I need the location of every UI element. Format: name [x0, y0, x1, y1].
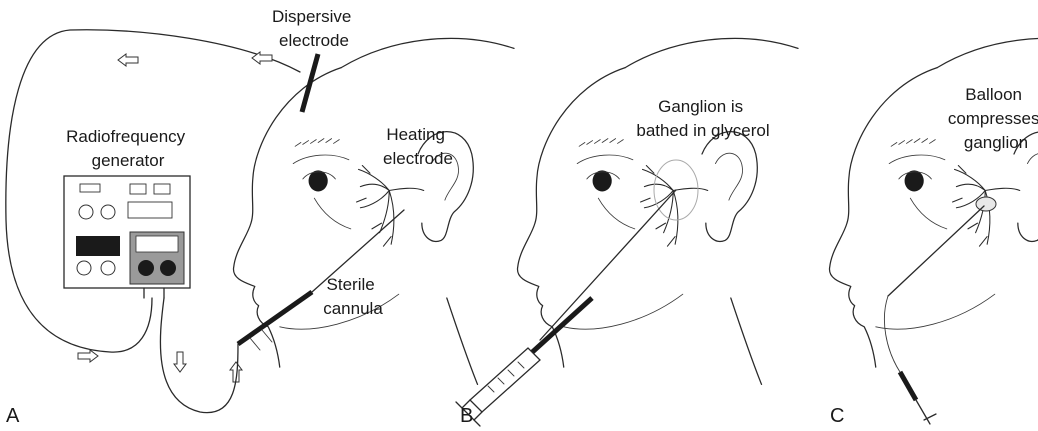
heating-electrode-label: Heating electrode: [383, 125, 453, 168]
panel-letter-c: C: [830, 405, 844, 427]
electrode-cable: [160, 298, 238, 413]
sterile-cannula-label: Sterile cannula: [323, 275, 383, 318]
patient-head-b: [517, 38, 798, 384]
panel-letter-a: A: [6, 405, 20, 427]
balloon-label: Balloon compresses ganglion: [948, 85, 1038, 152]
panel-b: Ganglion is bathed in glycerol B: [456, 38, 798, 427]
balloon: [976, 197, 996, 211]
balloon-catheter: [888, 206, 984, 296]
dispersive-electrode: [302, 54, 318, 112]
glycerol-syringe: [456, 298, 592, 426]
catheter-tube: [884, 296, 900, 372]
sterile-cannula: [238, 292, 312, 344]
needle-b: [540, 190, 676, 340]
panel-a: Dispersive electrode Radiofrequency gene…: [6, 7, 514, 427]
panel-letter-b: B: [460, 405, 473, 427]
rf-generator-label: Radiofrequency generator: [66, 127, 190, 170]
patient-head-a: [233, 38, 514, 384]
dispersive-electrode-label: Dispersive electrode: [272, 7, 356, 50]
radiofrequency-generator: [64, 176, 190, 288]
inflation-syringe: [900, 372, 936, 424]
panel-c: Balloon compresses ganglion C: [829, 38, 1038, 427]
ganglion-glycerol-label: Ganglion is bathed in glycerol: [636, 97, 769, 140]
